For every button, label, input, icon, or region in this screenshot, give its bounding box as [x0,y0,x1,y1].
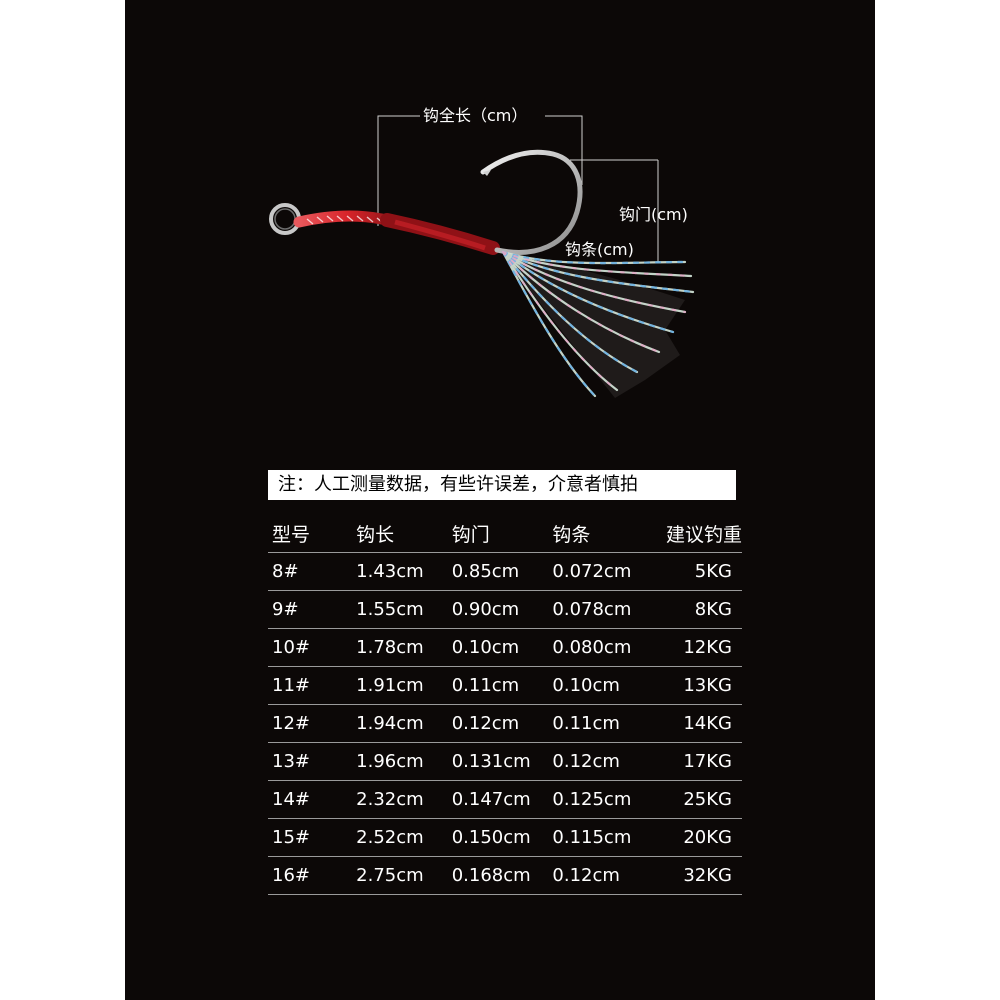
cell-model: 9# [268,590,353,629]
cell-weight: 8KG [645,590,742,629]
cell-model: 13# [268,742,353,781]
cell-wire: 0.080cm [548,628,646,667]
column-header-gap: 钩门 [447,515,549,553]
cell-weight: 20KG [645,818,742,857]
cell-gap: 0.12cm [447,704,549,743]
cell-hook-length: 2.52cm [352,818,448,857]
cell-hook-length: 1.94cm [352,704,448,743]
table-header-row: 型号 钩长 钩门 钩条 建议钓重 [268,515,742,553]
cell-weight: 5KG [645,552,742,591]
cell-model: 14# [268,780,353,819]
cell-weight: 13KG [645,666,742,705]
cell-wire: 0.12cm [548,856,646,895]
cell-gap: 0.10cm [447,628,549,667]
cell-gap: 0.147cm [447,780,549,819]
cell-gap: 0.85cm [447,552,549,591]
cell-weight: 32KG [645,856,742,895]
column-header-wire: 钩条 [548,515,646,553]
cell-wire: 0.12cm [548,742,646,781]
cell-hook-length: 1.55cm [352,590,448,629]
cell-model: 10# [268,628,353,667]
cell-weight: 12KG [645,628,742,667]
fishing-hook-illustration [269,115,695,398]
column-header-model: 型号 [268,515,353,553]
cell-hook-length: 1.78cm [352,628,448,667]
cell-gap: 0.131cm [447,742,549,781]
cell-gap: 0.168cm [447,856,549,895]
cell-model: 11# [268,666,353,705]
cell-hook-length: 1.43cm [352,552,448,591]
cell-weight: 17KG [645,742,742,781]
cell-wire: 0.115cm [548,818,646,857]
cell-gap: 0.90cm [447,590,549,629]
dimension-lines [377,115,659,262]
cell-model: 12# [268,704,353,743]
cell-hook-length: 1.91cm [352,666,448,705]
cell-model: 15# [268,818,353,857]
cell-hook-length: 2.32cm [352,780,448,819]
cell-hook-length: 2.75cm [352,856,448,895]
product-panel: 钩全长（cm） 钩门(cm) 钩条(cm) 注：人工测量数据，有些许误差，介意者… [125,0,875,1000]
cell-model: 8# [268,552,353,591]
wire-label: 钩条(cm) [565,240,634,259]
cell-weight: 25KG [645,780,742,819]
cell-wire: 0.072cm [548,552,646,591]
column-header-weight: 建议钓重 [645,515,742,553]
total-length-label: 钩全长（cm） [423,106,528,125]
measurement-note: 注：人工测量数据，有些许误差，介意者慎拍 [268,470,736,500]
hook [480,149,583,255]
braided-cord [293,210,500,255]
cell-weight: 14KG [645,704,742,743]
cell-wire: 0.078cm [548,590,646,629]
cell-gap: 0.11cm [447,666,549,705]
flash-skirt [501,250,695,398]
cell-hook-length: 1.96cm [352,742,448,781]
cell-wire: 0.125cm [548,780,646,819]
gap-label: 钩门(cm) [619,205,688,224]
cell-gap: 0.150cm [447,818,549,857]
cell-wire: 0.11cm [548,704,646,743]
column-header-hook-length: 钩长 [352,515,448,553]
cell-model: 16# [268,856,353,895]
cell-wire: 0.10cm [548,666,646,705]
